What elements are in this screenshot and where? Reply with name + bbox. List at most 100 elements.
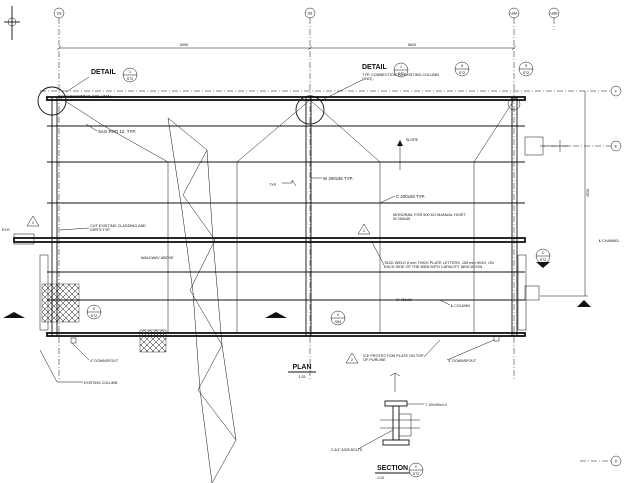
grid-label: E bbox=[615, 145, 618, 149]
column-right bbox=[511, 96, 518, 337]
dimension-line-top: 6095 6625 bbox=[56, 43, 517, 51]
grid-label: G8A bbox=[510, 12, 518, 16]
downspout-icon bbox=[70, 337, 77, 344]
walkway-hatch bbox=[139, 329, 167, 353]
svg-text:S72: S72 bbox=[91, 314, 97, 318]
note-tack-weld: TACK WELD 6 mm THICK PLATE LETTERS, 150 … bbox=[384, 261, 494, 270]
detail-circle-mid bbox=[295, 95, 325, 125]
note-bolts: 2-3/4" A325 BOLTS bbox=[331, 448, 363, 452]
elevation-marker-icon bbox=[265, 312, 287, 318]
tag-2-mid: 2 bbox=[357, 223, 371, 235]
bracket-detail-right bbox=[524, 136, 570, 301]
grid-bubble-g8a: G8A bbox=[508, 7, 520, 380]
grid-bubble-d: D bbox=[580, 455, 622, 467]
detail-circle-left bbox=[37, 86, 67, 116]
note-monorail: MONORAIL FOR 500 KG MANUAL HOIST W 250x4… bbox=[393, 213, 466, 222]
grid-label: G8 bbox=[308, 12, 313, 16]
section-title: SECTION bbox=[377, 465, 408, 472]
note-channel: C 200x28 TYP. bbox=[396, 194, 425, 199]
grid-bubble-g8b: G8B bbox=[548, 7, 560, 30]
note-cut-existing: CUT EXISTING CLADDING AND GIRTS TYP. bbox=[90, 224, 147, 233]
detail-callout-mid: DETAIL 1 S72 TYP. CONNECTION TO EXISTING… bbox=[321, 62, 440, 101]
dimension-right: 6625 bbox=[408, 43, 416, 47]
grid-label: D bbox=[615, 460, 618, 464]
column-mid bbox=[305, 96, 312, 337]
detail-callout-left: DETAIL 1 S72 bbox=[65, 67, 138, 93]
bracket-detail-left bbox=[13, 233, 35, 245]
note-tee: T 100x50x4.4 bbox=[425, 403, 447, 407]
detail-ref-sheet: S72 bbox=[127, 77, 133, 81]
note-typ-weld: TYP. bbox=[269, 183, 277, 187]
dimension-left: 6095 bbox=[180, 43, 188, 47]
detail-note: TYP. CONNECTION TO EXISTING COLUMN (2NO) bbox=[362, 73, 440, 82]
svg-text:C: C bbox=[415, 465, 418, 469]
svg-text:V: V bbox=[337, 313, 340, 317]
note-slope: SLOPE bbox=[406, 138, 419, 142]
top-beam bbox=[46, 96, 526, 101]
existing-cladding-hatch bbox=[41, 283, 80, 323]
tag-2-bottom: 2 bbox=[345, 352, 359, 364]
plan-title: PLAN bbox=[292, 364, 311, 371]
note-downspout-right: 4" DOWNSPOUT bbox=[448, 359, 477, 363]
detail-ref-sheet: S72 bbox=[398, 72, 404, 76]
roof-framing-plan bbox=[13, 96, 526, 337]
section-detail-drawing: T 100x50x4.4 2-3/4" A325 BOLTS bbox=[331, 372, 447, 452]
svg-text:5: 5 bbox=[525, 64, 527, 68]
svg-text:K: K bbox=[93, 307, 96, 311]
svg-text:2: 2 bbox=[32, 221, 34, 225]
walkway-outline bbox=[167, 117, 237, 483]
grid-bubble-g9: G9 bbox=[53, 7, 65, 380]
detail-title: DETAIL bbox=[362, 64, 387, 71]
ref-bubble-6: 6 S72 bbox=[454, 61, 470, 77]
note-downspout-left: 4" DOWNSPOUT bbox=[90, 359, 119, 363]
svg-text:2: 2 bbox=[351, 358, 353, 362]
dimension-vertical: 4935 bbox=[586, 189, 590, 197]
svg-text:S72: S72 bbox=[523, 71, 529, 75]
svg-text:S84: S84 bbox=[335, 320, 341, 324]
section-title-block: SECTION 1:10 C S72 bbox=[375, 462, 424, 480]
bottom-beam bbox=[46, 332, 526, 337]
section-scale: 1:10 bbox=[377, 476, 384, 480]
elevation-marker-icon bbox=[577, 300, 591, 307]
svg-text:C: C bbox=[542, 251, 545, 255]
svg-text:S72: S72 bbox=[459, 71, 465, 75]
note-beam-w460: W 460x60 bbox=[396, 298, 412, 302]
detail-circle-right bbox=[507, 97, 521, 111]
section-bubble-c-right: C S72 bbox=[535, 248, 551, 268]
tag-2-left: 2 bbox=[26, 215, 40, 227]
grid-label: G9 bbox=[57, 12, 62, 16]
grid-bubble-f: F bbox=[40, 85, 622, 97]
svg-text:6: 6 bbox=[461, 64, 463, 68]
detail-bubble-k: K S72 bbox=[86, 304, 102, 320]
note-existing-column: EXISTING COLUMN bbox=[70, 94, 111, 99]
ref-bubble-5: 5 S72 bbox=[518, 61, 534, 77]
plan-title-block: PLAN 1:25 bbox=[288, 364, 316, 379]
svg-text:2: 2 bbox=[363, 229, 365, 233]
weld-symbol-icon bbox=[282, 179, 297, 187]
note-existing-tag: EXG. bbox=[2, 228, 11, 232]
svg-text:S72: S72 bbox=[540, 258, 546, 262]
grid-label: G8B bbox=[550, 12, 558, 16]
column-left bbox=[51, 96, 58, 337]
note-beam-w200: W 200x36 TYP. bbox=[323, 176, 353, 181]
note-walkway: WALKWAY ABOVE bbox=[141, 256, 174, 260]
note-ice-plate: ICE PROTECTION PLATE ON TOP OF PURLINE bbox=[363, 354, 424, 363]
detail-bubble-v: V S84 bbox=[330, 310, 346, 326]
dimension-line-right: 4935 bbox=[540, 91, 590, 297]
svg-text:S72: S72 bbox=[413, 472, 419, 476]
detail-ref-number: 1 bbox=[129, 70, 131, 74]
downspout-icon bbox=[493, 335, 500, 342]
note-cl-column: ℄ COLUMN bbox=[450, 304, 470, 308]
north-arrow-icon bbox=[4, 6, 20, 40]
detail-title: DETAIL bbox=[91, 69, 116, 76]
grid-label: F bbox=[615, 90, 618, 94]
note-sag-rod: SAG ROD 12, TYP. bbox=[98, 129, 136, 134]
grid-bubble-g8: G8 bbox=[304, 7, 316, 380]
elevation-marker-icon bbox=[3, 312, 25, 318]
note-existing-column-bottom: EXISTING COLUMN bbox=[84, 381, 118, 385]
plan-scale: 1:25 bbox=[299, 375, 306, 379]
detail-ref-number: 1 bbox=[400, 65, 402, 69]
note-cl-channel: ℄ CHANNEL bbox=[598, 239, 619, 243]
